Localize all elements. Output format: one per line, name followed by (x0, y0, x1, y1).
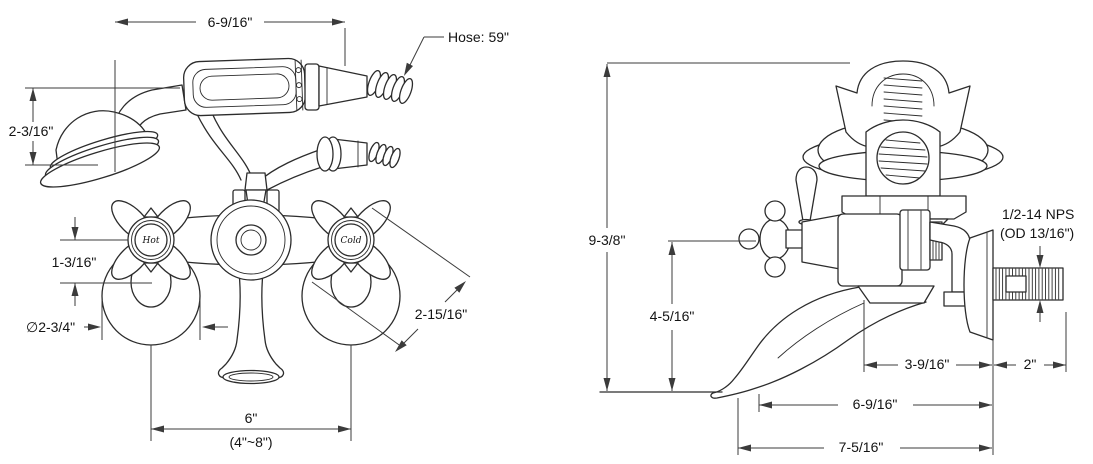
dim-handle-width: 2-15/16" (311, 207, 471, 352)
dim-total-depth: 7-5/16" (737, 398, 992, 455)
dim-spout-height-text: 4-5/16" (650, 308, 695, 324)
coupling-hex-nut (899, 209, 931, 271)
hose-length-text: Hose: 59" (448, 29, 509, 45)
tub-spout-front (217, 263, 285, 379)
spout-mouth (222, 369, 280, 385)
side-view: 9-3/8" 4-5/16" 3-9/16" 2" (589, 60, 1074, 455)
hot-label: Hot (142, 236, 160, 246)
dim-head-drop-text: 2-3/16" (9, 123, 54, 139)
dim-escutcheon-diameter: ∅2-3/4" (26, 300, 228, 340)
dim-spread-text: 6" (245, 410, 258, 426)
dim-nipple-length: 2" (994, 312, 1067, 372)
spout-outlet (857, 285, 935, 304)
thread-spec-callout: 1/2-14 NPS (OD 13/16") (1000, 206, 1074, 322)
dim-head-drop: 2-3/16" (9, 87, 180, 166)
dim-top-width: 6-9/16" (114, 14, 346, 172)
thread-spec-line1: 1/2-14 NPS (1002, 206, 1074, 222)
dim-spout-reach: 3-9/16" (863, 300, 992, 372)
dim-top-width-text: 6-9/16" (208, 14, 253, 30)
valve-body-side (599, 166, 1064, 399)
cold-label: Cold (341, 236, 362, 246)
shower-cradle (802, 60, 1004, 232)
showerhead-face (39, 130, 161, 188)
diverter-knob-side (795, 166, 818, 222)
dim-spread-range-text: (4"~8") (229, 434, 272, 450)
hose-length-callout: Hose: 59" (404, 29, 509, 76)
cross-handle-side (738, 200, 805, 278)
threaded-nipple (992, 267, 1064, 301)
dim-nipple-length-text: 2" (1024, 356, 1037, 372)
dim-depth: 6-9/16" (758, 340, 994, 455)
cold-handle: Cold (311, 200, 391, 308)
hose-collar (304, 63, 320, 111)
dim-handle-drop-text: 1-3/16" (52, 254, 97, 270)
handshower-grip (182, 57, 307, 117)
nipple-flat-slot (1005, 275, 1027, 293)
thread-spec-line2: (OD 13/16") (1000, 225, 1074, 241)
valve-barrel (837, 213, 903, 287)
nipple-thread-hatch (995, 268, 1060, 300)
clamp-screw-thread (878, 139, 928, 179)
hose-coil-upper (366, 70, 414, 104)
dim-escutcheon-diameter-text: ∅2-3/4" (26, 319, 75, 335)
dim-spout-reach-text: 3-9/16" (905, 356, 950, 372)
wall-flange (963, 229, 994, 341)
dim-spout-height: 4-5/16" (650, 240, 756, 391)
center-boss (210, 199, 292, 281)
hot-handle: Hot (111, 200, 191, 308)
front-view: Hot Cold 6-9/16" (9, 14, 509, 450)
hose-coil-lower (368, 141, 401, 169)
dim-total-height-text: 9-3/8" (589, 232, 626, 248)
dim-total-height: 9-3/8" (589, 62, 850, 391)
dim-handle-drop: 1-3/16" (52, 217, 152, 306)
dim-handle-width-text: 2-15/16" (415, 306, 467, 322)
cradle-nut (841, 195, 967, 220)
hose-curves (196, 112, 323, 191)
hose-connector-cone (318, 65, 368, 107)
handshower (39, 57, 414, 188)
dim-total-depth-text: 7-5/16" (839, 439, 884, 455)
valve-bonnet (801, 214, 841, 270)
dim-spread: 6" (4"~8") (150, 345, 352, 450)
tub-spout-side (710, 286, 927, 399)
dim-depth-text: 6-9/16" (853, 396, 898, 412)
hose-coupling-lower (316, 136, 368, 172)
